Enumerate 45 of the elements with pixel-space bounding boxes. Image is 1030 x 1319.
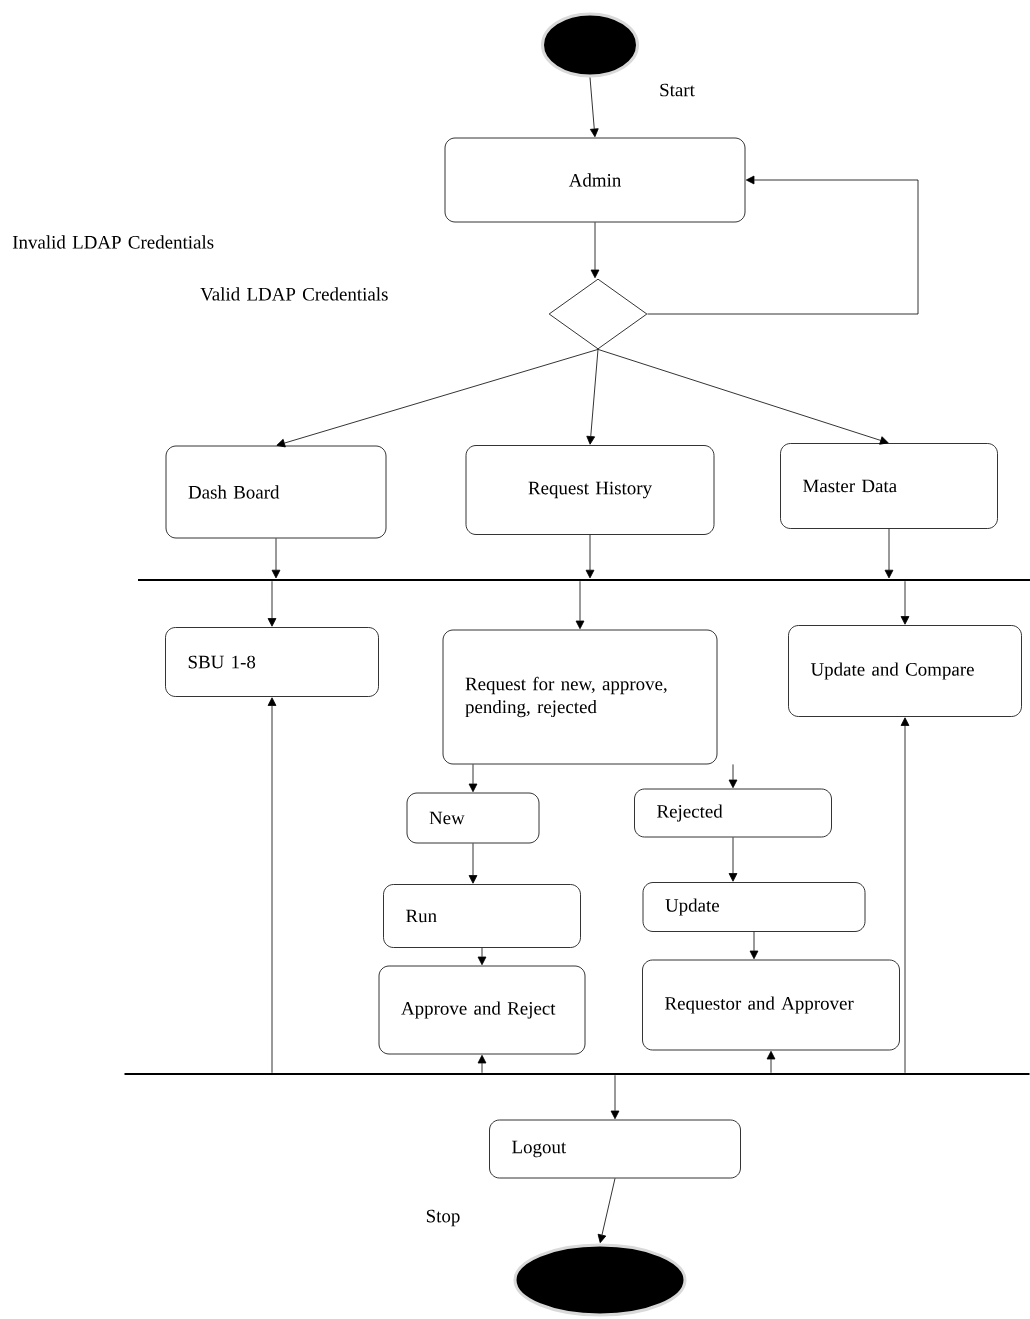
activity-box: Rejected	[634, 788, 832, 838]
arrow	[267, 697, 277, 1074]
node-caption: Stop	[426, 1209, 460, 1227]
terminal-ellipse	[541, 12, 639, 78]
activity-box: Run	[383, 884, 581, 948]
activity-box: Approve and Reject	[378, 965, 586, 1055]
terminal-ellipse	[513, 1243, 687, 1317]
arrow	[575, 580, 585, 630]
arrow	[610, 1074, 620, 1120]
arrow	[884, 528, 894, 579]
activity-box: Update and Compare	[788, 625, 1022, 717]
activity-box: Requestor and Approver	[642, 959, 900, 1051]
condition-label: Valid LDAP Credentials	[200, 287, 388, 301]
arrow	[597, 349, 889, 445]
arrow	[597, 1178, 616, 1244]
activity-box: Request History	[465, 445, 715, 535]
activity-box: Request for new, approve, pending, rejected	[442, 629, 718, 765]
arrow	[585, 534, 595, 579]
arrow	[647, 175, 919, 315]
activity-box: Logout	[489, 1119, 741, 1179]
arrow	[468, 764, 478, 793]
arrow	[271, 538, 281, 579]
activity-box: Master Data	[780, 443, 998, 529]
arrow	[477, 1054, 487, 1074]
activity-box: Update	[642, 882, 866, 932]
activity-box: Admin	[444, 137, 746, 223]
arrow	[477, 947, 487, 966]
arrow	[766, 1050, 776, 1074]
arrow	[900, 717, 910, 1074]
activity-box: SBU 1-8	[165, 627, 379, 697]
arrow	[267, 580, 277, 627]
activity-box: New	[406, 792, 540, 844]
decision-diamond	[548, 278, 648, 350]
arrow	[749, 931, 759, 960]
arrow	[586, 349, 599, 445]
arrow	[900, 580, 910, 625]
arrow	[276, 349, 599, 448]
arrow	[589, 77, 599, 138]
arrow	[728, 837, 738, 882]
node-caption: Start	[660, 83, 695, 97]
condition-label: Invalid LDAP Credentials	[12, 235, 214, 249]
activity-box: Dash Board	[165, 445, 387, 539]
arrow	[728, 764, 738, 789]
arrow	[590, 222, 600, 279]
arrow	[468, 843, 478, 884]
